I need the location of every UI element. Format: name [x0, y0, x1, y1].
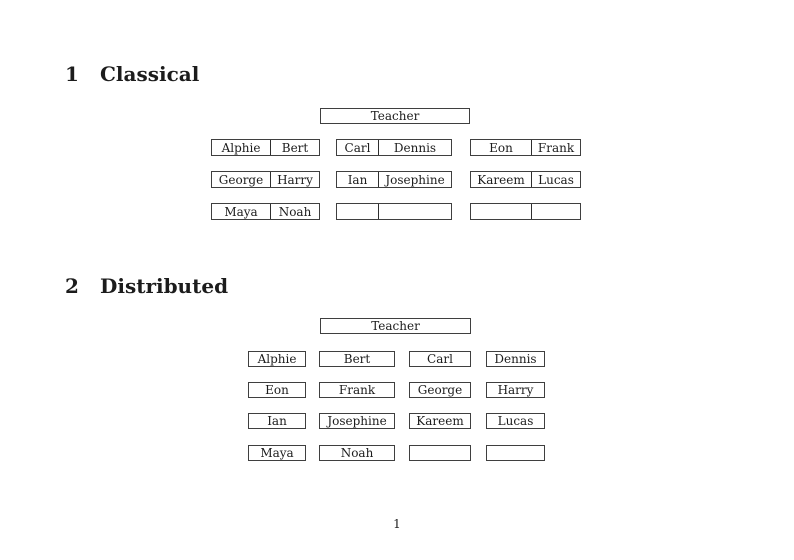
student-desk: Kareem — [409, 413, 471, 429]
section-heading-classical: 1 Classical — [65, 62, 199, 86]
student-seat: George — [218, 172, 264, 187]
desk — [336, 203, 452, 220]
teacher-desk: Teacher — [320, 318, 471, 334]
student-desk: Maya — [248, 445, 306, 461]
student-desk: Frank — [319, 382, 395, 398]
student-seat: Kareem — [477, 172, 525, 187]
student-desk-empty — [409, 445, 471, 461]
student-desk: Alphie — [248, 351, 306, 367]
section-number: 2 — [65, 274, 79, 298]
section-title: Classical — [100, 62, 200, 86]
student-desk: Eon — [248, 382, 306, 398]
desk: Carl Dennis — [336, 139, 452, 156]
desk: Alphie Bert — [211, 139, 320, 156]
student-seat: Bert — [270, 140, 319, 155]
teacher-label: Teacher — [370, 109, 420, 123]
student-desk: Harry — [486, 382, 545, 398]
student-seat: Carl — [344, 140, 371, 155]
student-seat: Ian — [347, 172, 368, 187]
student-seat: Eon — [489, 140, 513, 155]
section-title: Distributed — [100, 274, 229, 298]
student-desk: Carl — [409, 351, 471, 367]
student-desk: Josephine — [319, 413, 395, 429]
teacher-label: Teacher — [371, 319, 420, 333]
desk: Maya Noah — [211, 203, 320, 220]
student-seat: Lucas — [531, 172, 580, 187]
student-desk: George — [409, 382, 471, 398]
student-desk: Bert — [319, 351, 395, 367]
student-seat: Noah — [270, 204, 319, 219]
student-seat: Harry — [270, 172, 319, 187]
student-seat: Maya — [224, 204, 258, 219]
student-seat-empty — [531, 204, 580, 219]
student-desk: Ian — [248, 413, 306, 429]
student-desk: Noah — [319, 445, 395, 461]
page-number: 1 — [393, 517, 401, 531]
section-number: 1 — [65, 62, 79, 86]
desk: George Harry — [211, 171, 320, 188]
student-desk: Dennis — [486, 351, 545, 367]
section-heading-distributed: 2 Distributed — [65, 274, 228, 298]
student-desk-empty — [486, 445, 545, 461]
desk: Ian Josephine — [336, 171, 452, 188]
student-seat: Alphie — [221, 140, 261, 155]
desk — [470, 203, 581, 220]
student-seat: Dennis — [378, 140, 451, 155]
student-seat: Frank — [531, 140, 580, 155]
teacher-desk: Teacher — [320, 108, 470, 124]
student-desk: Lucas — [486, 413, 545, 429]
desk: Eon Frank — [470, 139, 581, 156]
student-seat: Josephine — [378, 172, 451, 187]
student-seat-empty — [378, 204, 451, 219]
desk: Kareem Lucas — [470, 171, 581, 188]
